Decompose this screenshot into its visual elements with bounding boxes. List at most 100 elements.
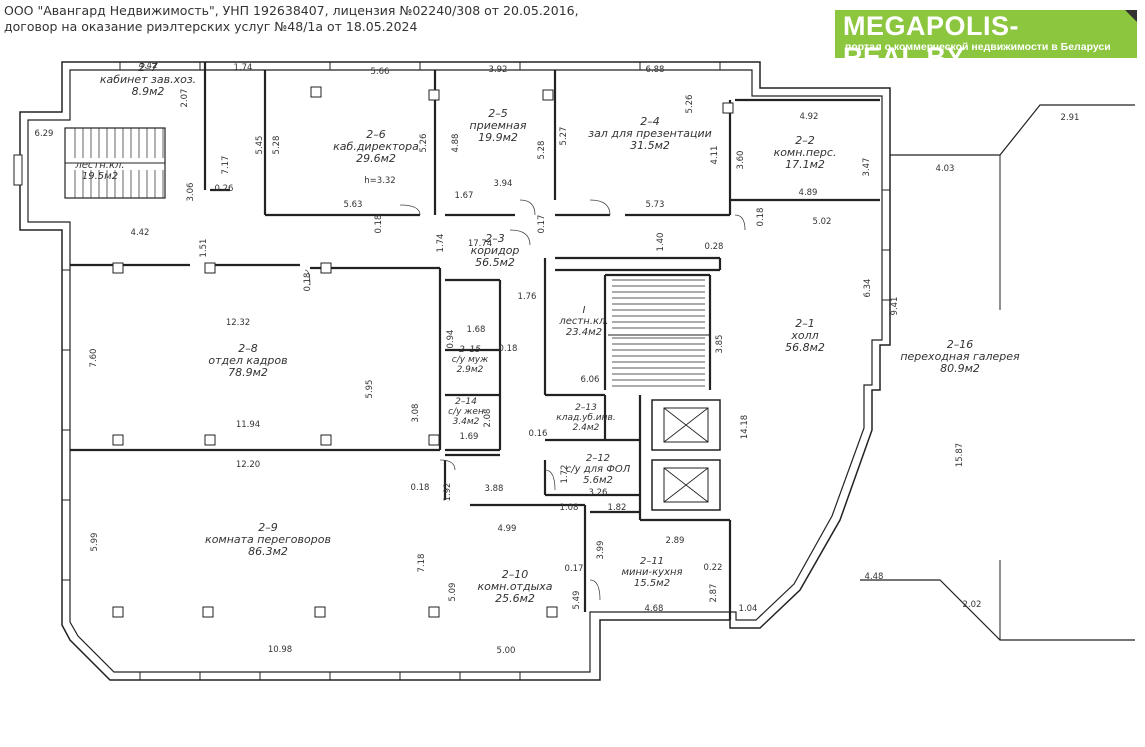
dimension-label: 5.66 [371, 67, 390, 77]
room-name: с/у жен [448, 407, 484, 417]
dimension-label: 1.67 [455, 191, 474, 201]
room-area: 19.5м2 [82, 171, 118, 182]
elevator-shaft [651, 399, 721, 451]
staircase-center [608, 279, 710, 387]
room-id: 2–6 [366, 128, 386, 141]
dimension-label: 4.88 [451, 134, 461, 153]
fixtures [112, 86, 746, 618]
room-id: 2–3 [485, 232, 505, 245]
dimension-label: 2.08 [483, 409, 493, 428]
room-name: лестн.кл. [558, 316, 608, 327]
room-id: 2–16 [947, 338, 974, 351]
dimension-label: 1.72 [560, 465, 570, 484]
dimension-label: 0.17 [537, 215, 547, 234]
elevator-shaft [651, 459, 721, 511]
room-area: 2.9м2 [457, 365, 484, 375]
dimension-label: 0.18 [499, 344, 518, 354]
caption-line-1: ООО "Авангард Недвижимость", УНП 1926384… [4, 3, 579, 18]
column-marker [722, 102, 734, 114]
room-id: 2–10 [502, 568, 529, 581]
dimension-label: 3.92 [489, 65, 508, 75]
dimension-label: 5.09 [448, 583, 458, 602]
dimension-label: 1.51 [199, 239, 209, 258]
dimension-label: 1.69 [460, 432, 479, 442]
room-id: 2–9 [258, 521, 278, 534]
dimension-label: 12.20 [236, 460, 260, 470]
dimension-label: 14.18 [740, 415, 750, 439]
room-area: 25.6м2 [495, 592, 535, 605]
exterior-wall-outer [19, 61, 891, 681]
room-name: зал для презентации [588, 127, 712, 140]
dimension-label: 1.40 [656, 233, 666, 252]
dimension-label: 0.18 [303, 273, 313, 292]
room-area: 2.4м2 [573, 423, 600, 433]
brand-banner[interactable]: MEGAPOLIS-REAL.BY портал о коммерческой … [835, 10, 1137, 72]
column-marker [202, 606, 214, 618]
dimension-label: 0.94 [446, 330, 456, 349]
room-name: отдел кадров [208, 354, 287, 367]
dimension-label: 11.94 [236, 420, 260, 430]
dimension-label: 5.45 [255, 136, 265, 155]
dimension-label: 0.26 [215, 184, 234, 194]
room-area: 17.1м2 [785, 158, 825, 171]
room-name: комната переговоров [205, 533, 331, 546]
dimension-label: 4.89 [799, 188, 818, 198]
room-name: лестн.кл. [74, 160, 124, 171]
room-name: переходная галерея [900, 350, 1020, 363]
window-frame [13, 154, 23, 186]
door-swing [544, 469, 556, 491]
dimension-label: 1.76 [518, 292, 537, 302]
dimension-label: 2.02 [963, 600, 982, 610]
dimension-label: 5.73 [646, 200, 665, 210]
room-name: коридор [471, 244, 520, 257]
gallery-edge-top [890, 104, 1135, 156]
room-id: 2–15 [459, 345, 481, 355]
corner-arrow-icon [1125, 10, 1137, 22]
dimension-label: 6.29 [35, 129, 54, 139]
dimension-label: 0.17 [565, 564, 584, 574]
dimension-label: 12.32 [226, 318, 250, 328]
room-id: 2–1 [795, 317, 815, 330]
dimension-label: 1.68 [467, 325, 486, 335]
dimension-label: 2.89 [666, 536, 685, 546]
dimension-label: 9.41 [890, 297, 900, 316]
room-name: каб.директора [333, 140, 419, 153]
dimension-label: 5.95 [365, 380, 375, 399]
room-name: мини-кухня [621, 567, 682, 578]
dimension-label: 5.00 [497, 646, 516, 656]
walls [13, 61, 1135, 681]
room-area: 56.5м2 [475, 256, 515, 269]
dimension-label: 5.26 [419, 134, 429, 153]
dimension-label: 3.94 [494, 179, 513, 189]
dimension-label: 1.74 [234, 63, 253, 73]
column-marker [428, 606, 440, 618]
dimension-label: 5.99 [90, 533, 100, 552]
dimension-label: 5.26 [685, 95, 695, 114]
room-id: 2–12 [586, 453, 610, 464]
room-name: приемная [470, 119, 527, 132]
room-name: с/у для ФОЛ [566, 464, 631, 475]
dimension-label: 5.02 [813, 217, 832, 227]
dimension-label: 1.92 [443, 483, 453, 502]
dimension-label: 4.68 [645, 604, 664, 614]
room-label: лестн.кл.19.5м2 [74, 160, 124, 182]
dimension-label: 0.16 [529, 429, 548, 439]
column-marker [204, 434, 216, 446]
dimension-label: 0.18 [374, 215, 384, 234]
dimension-label: 0.18 [756, 208, 766, 227]
dimension-label: 5.49 [572, 591, 582, 610]
dimension-label: 3.08 [411, 404, 421, 423]
column-marker [542, 89, 554, 101]
